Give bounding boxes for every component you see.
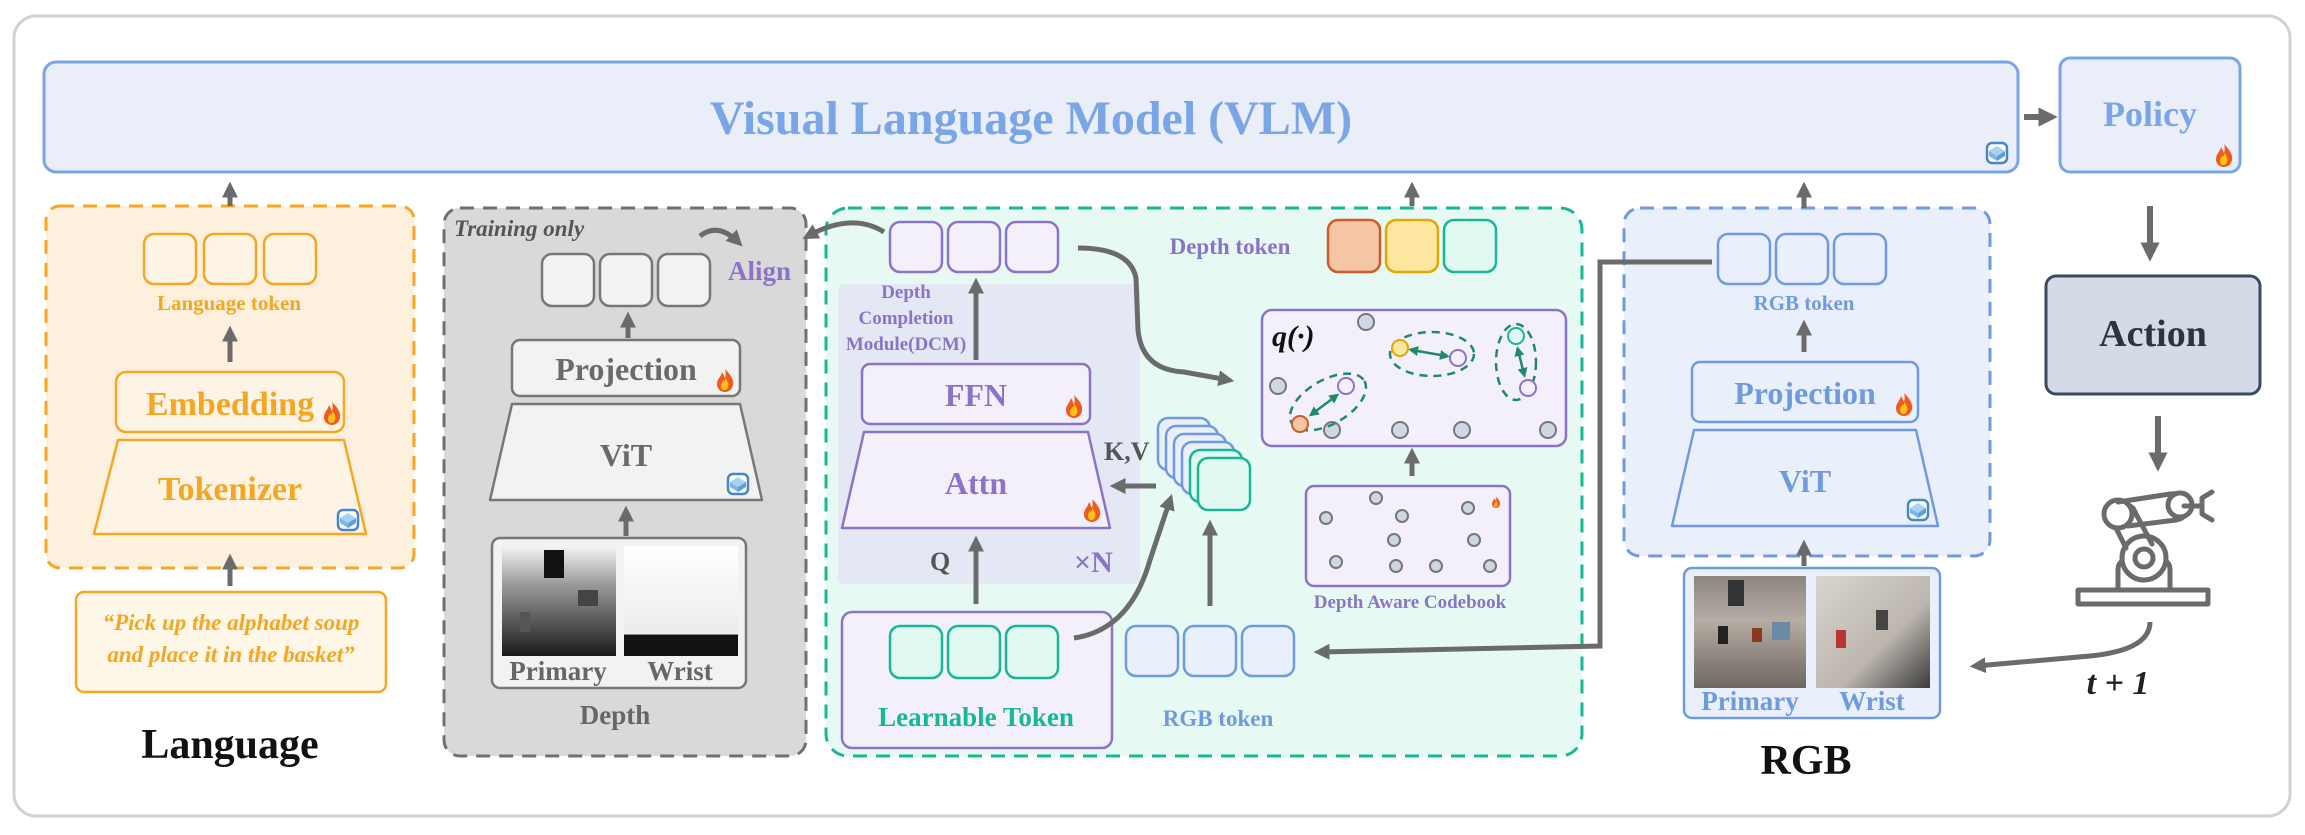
arrow-rgb-to-dcm [1313, 259, 1712, 660]
ice-cube-icon [1906, 498, 1930, 522]
robot-arm-icon [2075, 489, 2215, 607]
dcm-output-tokens [888, 220, 1060, 274]
instruction-box: “Pick up the alphabet soup and place it … [74, 590, 388, 694]
rgb-tokens [1716, 232, 1888, 286]
attn-label: Attn [945, 465, 1007, 501]
depth-wrist-label: Wrist [647, 656, 713, 686]
rgb-images: Primary Wrist [1682, 566, 1942, 720]
rgb-wrist-label: Wrist [1839, 686, 1905, 716]
timestep-label: t + 1 [2087, 665, 2150, 702]
ice-cube-icon [336, 508, 360, 532]
depth-wrist-image [624, 546, 738, 656]
training-only-label: Training only [454, 216, 585, 241]
rgb-token-label: RGB token [1754, 291, 1855, 315]
rgb-branch: RGB token Projection ViT [1622, 206, 1992, 558]
dcm-module-line3: Module(DCM) [846, 334, 966, 355]
attn-block [840, 430, 1112, 530]
depth-tokens [540, 252, 712, 308]
dcm-rgb-token-label: RGB token [1163, 706, 1274, 731]
quantizer-points [1269, 313, 1557, 439]
policy-block: Policy [2058, 56, 2242, 174]
learnable-token-label: Learnable Token [878, 702, 1074, 732]
q-label: Q [930, 547, 950, 576]
depth-branch: Training only Align Projection ViT Prima… [442, 206, 808, 758]
language-tokens [142, 232, 318, 286]
depth-vit-label: ViT [600, 437, 652, 473]
rgb-vit-label: ViT [1779, 463, 1831, 499]
instruction-line2: and place it in the basket” [107, 642, 355, 667]
embedding-block [114, 370, 346, 434]
depth-caption: Depth [580, 700, 651, 730]
depth-token-label: Depth token [1170, 234, 1291, 259]
rgb-projection-label: Projection [1734, 375, 1876, 411]
action-block: Action [2044, 274, 2262, 396]
ffn-block [860, 362, 1092, 426]
codebook-box [1304, 484, 1512, 588]
ice-cube-icon [726, 472, 750, 496]
dcm-region: Depth Completion Module(DCM) FFN Attn K,… [802, 181, 1584, 758]
instruction-line1: “Pick up the alphabet soup [103, 610, 360, 635]
vlm-block: Visual Language Model (VLM) [42, 60, 2020, 174]
quantizer-assignments [1291, 327, 1537, 433]
vlm-title: Visual Language Model (VLM) [710, 92, 1352, 145]
quantizer-label: q(·) [1272, 320, 1314, 353]
arrow-feedback-to-rgb [1969, 621, 2153, 674]
depth-projection-label: Projection [555, 351, 697, 387]
depth-token-row [1326, 218, 1498, 274]
ffn-label: FFN [945, 377, 1007, 413]
dcm-rgb-tokens [1124, 624, 1296, 678]
tokenizer-block [92, 438, 368, 536]
learnable-tokens [888, 624, 1060, 680]
codebook-label: Depth Aware Codebook [1314, 592, 1507, 613]
rgb-caption: RGB [1760, 738, 1851, 784]
ice-cube-icon [1985, 141, 2009, 165]
tokenizer-label: Tokenizer [158, 471, 302, 508]
kv-token-stack [1156, 416, 1252, 512]
embedding-label: Embedding [146, 386, 314, 423]
repeat-label: ×N [1074, 546, 1113, 579]
rgb-wrist-image [1816, 576, 1930, 688]
dcm-module-line1: Depth [881, 282, 931, 303]
rgb-vit-block [1670, 428, 1940, 528]
language-token-label: Language token [157, 291, 301, 315]
depth-projection-block [510, 338, 742, 398]
align-label: Align [728, 256, 791, 286]
policy-label: Policy [2103, 94, 2197, 134]
dcm-module-line2: Completion [859, 308, 954, 329]
language-branch: Language token Embedding Tokenizer [44, 204, 416, 570]
language-caption: Language [141, 722, 318, 768]
rgb-projection-block [1690, 360, 1920, 424]
depth-vit-block [488, 402, 764, 502]
codebook-points [1319, 491, 1497, 573]
kv-label: K,V [1104, 437, 1150, 466]
action-label: Action [2099, 313, 2207, 355]
quantizer-arrows [1308, 346, 1528, 417]
depth-primary-label: Primary [509, 656, 607, 686]
rgb-primary-label: Primary [1701, 686, 1799, 716]
